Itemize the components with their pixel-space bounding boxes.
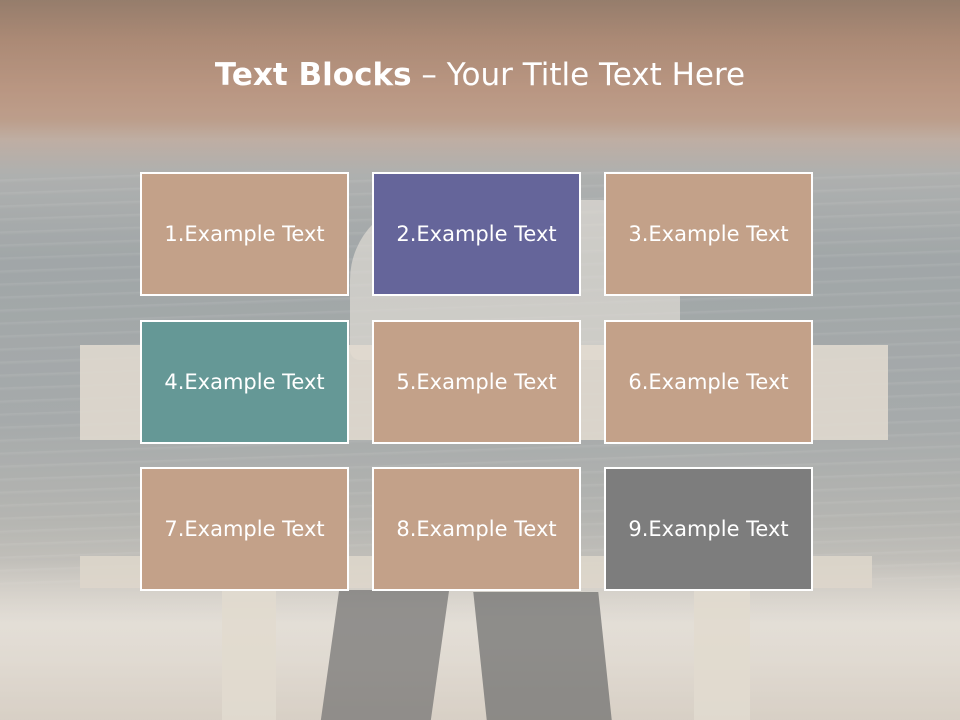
slide-title[interactable]: Text Blocks – Your Title Text Here (0, 52, 960, 98)
text-block-9[interactable]: 9.Example Text (604, 467, 813, 591)
text-block-5[interactable]: 5.Example Text (372, 320, 581, 444)
bench-leg-right (694, 588, 750, 720)
text-block-2[interactable]: 2.Example Text (372, 172, 581, 296)
title-bold-part: Text Blocks (214, 57, 412, 93)
text-block-8[interactable]: 8.Example Text (372, 467, 581, 591)
text-block-3[interactable]: 3.Example Text (604, 172, 813, 296)
title-separator: – (411, 57, 447, 93)
text-block-4[interactable]: 4.Example Text (140, 320, 349, 444)
bench-leg-left (222, 588, 276, 720)
text-block-7[interactable]: 7.Example Text (140, 467, 349, 591)
text-block-1[interactable]: 1.Example Text (140, 172, 349, 296)
text-block-6[interactable]: 6.Example Text (604, 320, 813, 444)
title-light-part: Your Title Text Here (446, 57, 746, 93)
